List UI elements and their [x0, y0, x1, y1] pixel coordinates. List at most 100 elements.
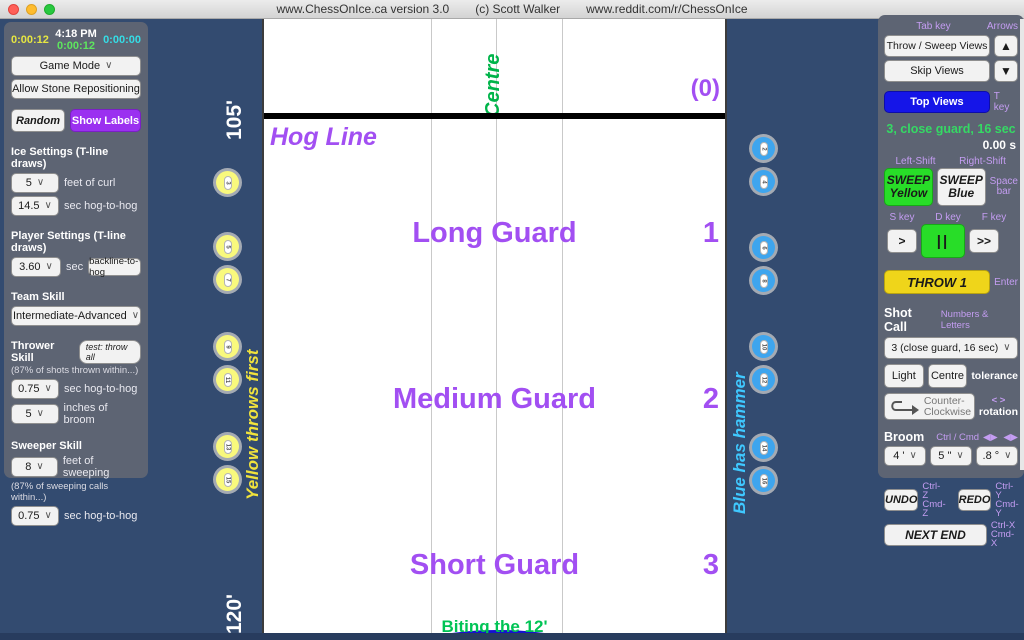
sweeper-sec-label: sec hog-to-hog — [64, 510, 138, 522]
thrower-skill-heading: Thrower Skill — [11, 340, 55, 364]
stone-number: 15 — [224, 476, 231, 483]
chevron-down-icon: ∨ — [909, 450, 917, 461]
yellow-stone[interactable]: 5 — [213, 232, 242, 261]
broom-angle-select[interactable]: .8 ° ∨ — [976, 446, 1018, 466]
stone-number: 2 — [760, 146, 767, 151]
window-bottom-bar — [0, 633, 1024, 640]
throw-sweep-views-button[interactable]: Throw / Sweep Views — [884, 35, 990, 57]
thrower-sec-select[interactable]: 0.75 ∨ — [11, 379, 59, 399]
broom-width-select[interactable]: 5 " ∨ — [930, 446, 972, 466]
blue-stone[interactable]: 14 — [749, 433, 778, 462]
blue-stone[interactable]: 8 — [749, 266, 778, 295]
sheet-grid-line — [431, 19, 432, 633]
broom-distance-select[interactable]: 4 ' ∨ — [884, 446, 926, 466]
distance-105-label: 105' — [223, 99, 246, 140]
stone-number: 5 — [224, 244, 231, 249]
game-mode-select[interactable]: Game Mode ∨ — [11, 56, 141, 76]
fast-forward-button[interactable]: >> — [969, 229, 999, 253]
chevron-down-icon: ∨ — [36, 177, 45, 188]
throw-button[interactable]: THROW 1 — [884, 270, 991, 294]
blue-stone[interactable]: 4 — [749, 167, 778, 196]
twelve-foot-circle — [394, 630, 602, 633]
left-right-arrows-icon: ◀▶ — [983, 431, 998, 443]
slow-speed-button[interactable]: > — [887, 229, 917, 253]
timer-row: 0:00:12 4:18 PM 0:00:12 0:00:00 — [11, 28, 141, 52]
elapsed-timer: 0:00:12 — [57, 40, 95, 52]
stone-number-pill: 8 — [759, 273, 768, 288]
blue-stone[interactable]: 16 — [749, 466, 778, 495]
ice-settings-heading: Ice Settings (T-line draws) — [11, 146, 109, 170]
short-guard-label: Short Guard — [409, 549, 580, 581]
inches-of-broom-select[interactable]: 5 ∨ — [11, 404, 59, 424]
hog-to-hog-select[interactable]: 14.5 ∨ — [11, 196, 59, 216]
curling-sheet[interactable]: Centre (0) Hog Line Long Guard 1 Medium … — [262, 19, 727, 633]
reddit-link-text: www.reddit.com/r/ChessOnIce — [586, 2, 748, 16]
hog-to-hog-label: sec hog-to-hog — [64, 200, 138, 212]
redo-button[interactable]: REDO — [957, 489, 992, 511]
yellow-throws-first-banner: Yellow throws first — [243, 349, 262, 500]
biting-the-twelve-label: Biting the 12' — [441, 617, 548, 633]
random-button[interactable]: Random — [11, 109, 65, 132]
chevron-down-icon: ∨ — [1004, 450, 1012, 461]
yellow-stone[interactable]: 13 — [213, 432, 242, 461]
chevron-down-icon: ∨ — [956, 450, 964, 461]
counter-clockwise-icon — [891, 400, 919, 415]
sweeper-sec-select[interactable]: 0.75 ∨ — [11, 506, 59, 526]
yellow-stone[interactable]: 15 — [213, 465, 242, 494]
feet-of-sweeping-select[interactable]: 8 ∨ — [11, 457, 58, 477]
stone-number: 13 — [224, 443, 231, 450]
counter-clockwise-button[interactable]: Counter- Clockwise — [884, 393, 975, 420]
minimize-window-button[interactable] — [26, 4, 37, 15]
yellow-stone[interactable]: 3 — [213, 168, 242, 197]
light-weight-button[interactable]: Light — [884, 364, 924, 388]
yellow-stone[interactable]: 9 — [213, 332, 242, 361]
short-guard-number: 3 — [702, 549, 719, 581]
yellow-stone[interactable]: 7 — [213, 265, 242, 294]
stones-in-play-count: (0) — [690, 75, 720, 102]
space-bar-label: Space bar — [989, 176, 1018, 197]
close-window-button[interactable] — [8, 4, 19, 15]
player-sec-select[interactable]: 3.60 ∨ — [11, 257, 61, 277]
yellow-stone[interactable]: 11 — [213, 365, 242, 394]
team-skill-select[interactable]: Intermediate-Advanced ∨ — [11, 306, 141, 326]
undo-button[interactable]: UNDO — [884, 489, 919, 511]
backline-to-hog-button[interactable]: backline-to-hog — [88, 256, 141, 278]
stone-number: 11 — [224, 376, 231, 383]
sweep-blue-button[interactable]: SWEEP Blue — [936, 168, 986, 206]
right-control-panel: Tab key Arrows Throw / Sweep Views ▲ Ski… — [878, 15, 1024, 548]
centre-tolerance-button[interactable]: Centre — [927, 364, 968, 388]
arrow-up-button[interactable]: ▲ — [994, 35, 1018, 57]
stone-number-pill: 5 — [223, 239, 232, 254]
feet-of-curl-select[interactable]: 5 ∨ — [11, 173, 59, 193]
blue-stone[interactable]: 2 — [749, 134, 778, 163]
shot-call-select[interactable]: 3 (close guard, 16 sec) ∨ — [884, 337, 1018, 359]
show-labels-button[interactable]: Show Labels — [70, 109, 141, 132]
inches-of-broom-label: inches of broom — [63, 402, 108, 426]
arrow-down-button[interactable]: ▼ — [994, 60, 1018, 82]
right-shift-label: Right-Shift — [959, 156, 1006, 167]
guard-row-long: Long Guard 1 — [264, 217, 725, 250]
sweeper-skill-note: (87% of sweeping calls within...) — [11, 481, 109, 503]
top-views-button[interactable]: Top Views — [884, 91, 990, 113]
stone-number-pill: 6 — [759, 240, 768, 255]
blue-stone[interactable]: 10 — [749, 332, 778, 361]
blue-stone[interactable]: 12 — [749, 365, 778, 394]
tolerance-label: tolerance — [971, 370, 1018, 382]
blue-has-hammer-banner: Blue has hammer — [730, 372, 749, 514]
next-end-button[interactable]: NEXT END — [884, 523, 987, 546]
stone-number: 14 — [760, 444, 767, 451]
pause-button[interactable]: || — [921, 224, 965, 258]
test-throw-all-button[interactable]: test: throw all — [78, 340, 141, 364]
skip-views-button[interactable]: Skip Views — [884, 60, 990, 82]
blue-stone[interactable]: 6 — [749, 233, 778, 262]
allow-stone-repositioning-button[interactable]: Allow Stone Repositioning — [11, 79, 141, 99]
sweep-yellow-button[interactable]: SWEEP Yellow — [884, 168, 933, 206]
redo-keys-label: Ctrl-Y Cmd-Y — [995, 481, 1019, 519]
stone-number-pill: 7 — [223, 272, 232, 287]
stone-number-pill: 10 — [759, 339, 768, 354]
window-edge — [1020, 19, 1024, 470]
chevron-down-icon: ∨ — [44, 200, 52, 211]
stone-number-pill: 13 — [223, 439, 232, 454]
zoom-window-button[interactable] — [44, 4, 55, 15]
long-guard-number: 1 — [702, 217, 719, 249]
